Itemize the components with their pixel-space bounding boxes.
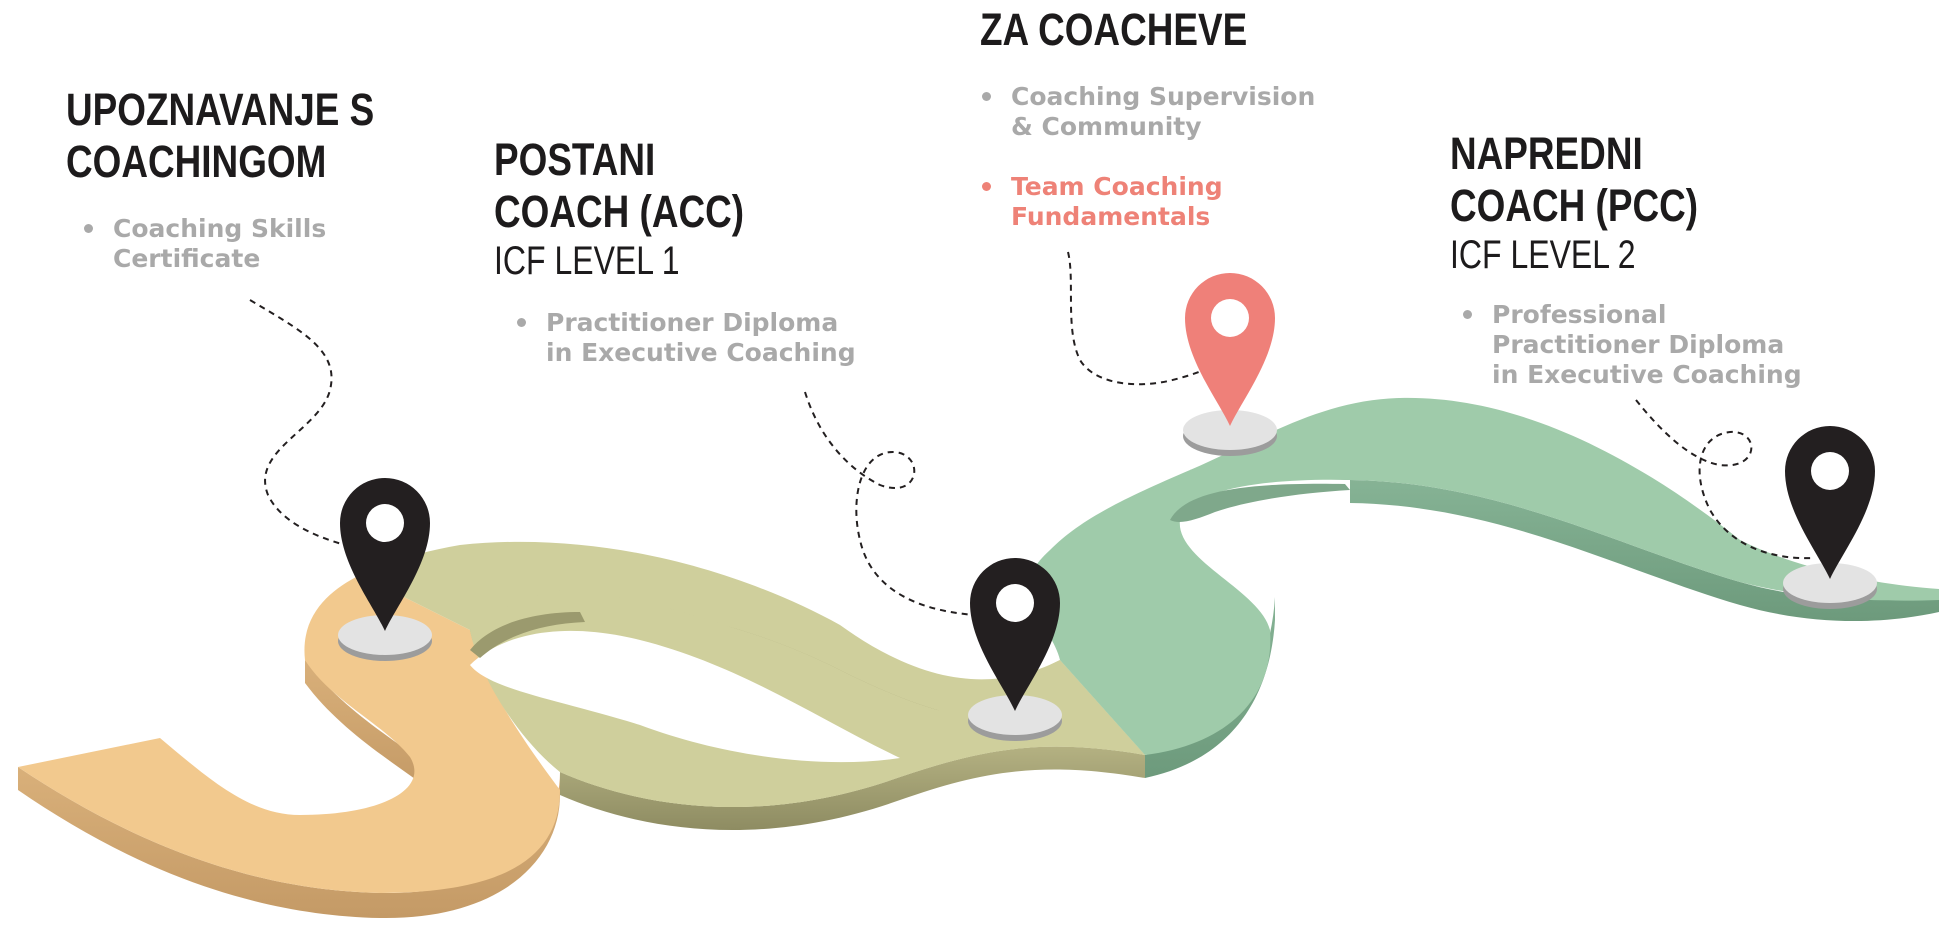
map-pin-icon — [338, 477, 432, 661]
stage-title-line: COACHINGOM — [66, 136, 327, 187]
stage-title: ZA COACHEVE — [980, 4, 1255, 56]
map-pin-icon — [968, 558, 1062, 741]
road-inner-holes — [470, 483, 1350, 763]
course-item-line: in Executive Coaching — [1492, 360, 1802, 389]
course-item-line: Professional — [1492, 300, 1667, 329]
course-item-line: Team Coaching — [1011, 172, 1223, 201]
pin-hole — [366, 504, 404, 542]
bullet-icon — [517, 318, 526, 327]
map-pin-icon — [1783, 426, 1877, 609]
pin-body — [1785, 426, 1875, 579]
course-item-line: & Community — [1011, 112, 1202, 141]
stage-title-line: ZA COACHEVE — [980, 4, 1248, 55]
stage-level: ICF LEVEL 2 — [1450, 233, 1636, 277]
stage-title-line: POSTANI — [494, 134, 656, 185]
pin-hole — [996, 584, 1034, 622]
stage-title-line: UPOZNAVANJE S — [66, 84, 375, 135]
stage-3: ZA COACHEVE Coaching Supervision& Commun… — [980, 4, 1315, 232]
pin-hole — [1211, 299, 1249, 337]
course-item-line: Practitioner Diploma — [546, 308, 839, 337]
stage-level: ICF LEVEL 1 — [494, 239, 680, 283]
bullet-icon — [84, 224, 93, 233]
pin-body — [1185, 273, 1275, 426]
bullet-icon — [1463, 310, 1472, 319]
course-item-line: Coaching Supervision — [1011, 82, 1316, 111]
map-pin-icon — [1183, 273, 1277, 456]
road-top — [18, 397, 1939, 893]
stage-title-line: COACH (ACC) — [494, 186, 745, 237]
bullet-icon — [982, 182, 991, 191]
course-item-line: Practitioner Diploma — [1492, 330, 1785, 359]
stage-title-line: NAPREDNI — [1450, 128, 1643, 179]
pin-base — [338, 615, 432, 655]
pins-layer — [338, 273, 1877, 741]
course-item-line: Certificate — [113, 244, 261, 273]
course-item-line: Fundamentals — [1011, 202, 1211, 231]
pin-base — [1183, 410, 1277, 450]
pin-base — [1783, 563, 1877, 603]
pin-hole — [1811, 452, 1849, 490]
stage-title-line: COACH (PCC) — [1450, 180, 1699, 231]
pin-base — [968, 695, 1062, 735]
course-item-line: in Executive Coaching — [546, 338, 856, 367]
course-item: Coaching Supervision& Community — [978, 82, 1315, 142]
bullet-icon — [982, 92, 991, 101]
pin-body — [340, 477, 431, 631]
pin-body — [970, 558, 1060, 711]
course-item-line: Coaching Skills — [113, 214, 327, 243]
